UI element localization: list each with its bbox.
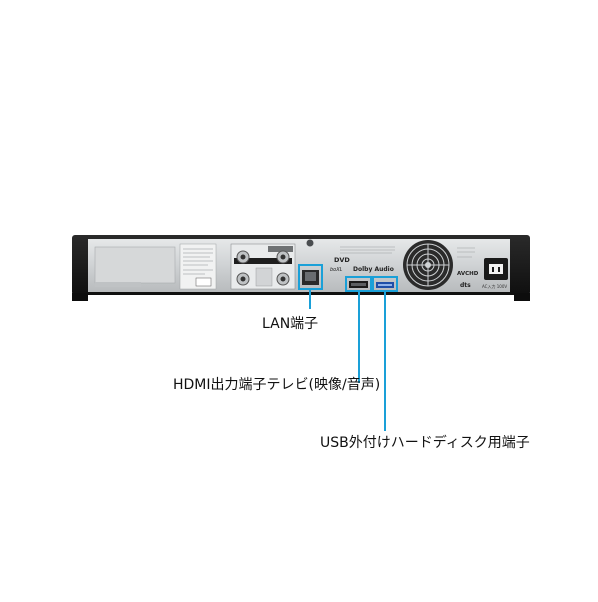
- ac-rating: AC入力 100V: [482, 283, 507, 289]
- right-logos: AVCHD dts: [457, 247, 479, 289]
- hdmi-port: [349, 281, 368, 288]
- dvd-logo: DVD: [334, 256, 350, 264]
- lan-port: [302, 270, 319, 285]
- antenna-block: [230, 243, 296, 290]
- brand-small-logo: boXL: [330, 267, 343, 273]
- usb-port: [376, 282, 394, 288]
- top-screw: [306, 239, 314, 247]
- avchd-logo: AVCHD: [457, 271, 479, 277]
- left-vent: [94, 246, 176, 287]
- usb-label: USB外付けハードディスク用端子: [320, 435, 530, 451]
- dolby-logo: Dolby Audio: [353, 266, 394, 273]
- foot-left: [72, 293, 88, 301]
- spec-label: [179, 243, 217, 290]
- ac-inlet: AC入力 100V: [482, 258, 508, 289]
- logo-area: DVD boXL Dolby Audio: [330, 246, 395, 273]
- foot-right: [514, 293, 530, 301]
- hdmi-label: HDMI出力端子テレビ(映像/音声): [173, 377, 381, 393]
- callout-lines: [309, 289, 386, 431]
- dts-logo: dts: [460, 282, 471, 289]
- lan-label: LAN端子: [262, 316, 319, 332]
- fan-grille: [403, 240, 453, 290]
